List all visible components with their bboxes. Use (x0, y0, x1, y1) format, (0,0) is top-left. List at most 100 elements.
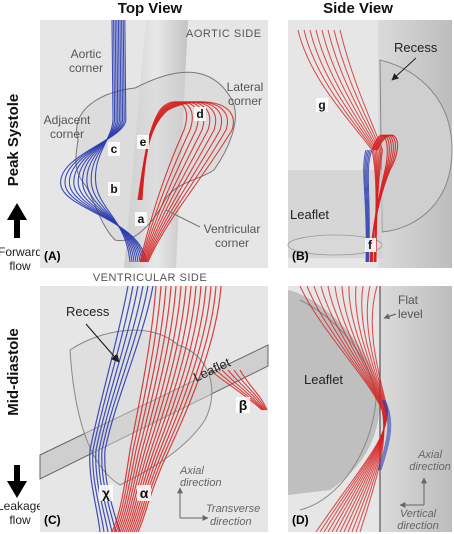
streamline (86, 19, 135, 263)
svg-text:α: α (140, 485, 149, 501)
panel-d-flat-level-arrow (383, 313, 397, 320)
streamline (123, 285, 187, 533)
streamline (125, 285, 192, 533)
panel-c: Recess Leaflet β χ α Axial direction Tra… (39, 285, 269, 533)
svg-text:β: β (239, 397, 248, 413)
panel-a-lateral-corner-line2: corner (228, 94, 262, 108)
svg-text:b: b (110, 182, 117, 196)
forward-flow-arrow (7, 203, 27, 238)
column-header-side-view: Side View (323, 0, 393, 17)
panel-b-point-f: f (365, 238, 376, 252)
streamline (239, 369, 268, 411)
streamline (121, 285, 182, 533)
streamline (378, 399, 390, 471)
panel-a-point-e: e (137, 135, 149, 149)
forward-flow-label-line1: Forward (0, 245, 42, 259)
panel-c-recess-arrow (85, 323, 120, 363)
panel-c-axis-indicator (177, 487, 209, 521)
svg-text:c: c (111, 142, 118, 156)
streamline (339, 29, 384, 263)
streamline (371, 134, 399, 263)
panel-c-axial-direction-line1: Axial (179, 465, 204, 477)
panel-a-ventricular-side: VENTRICULAR SIDE (93, 272, 207, 284)
panel-a-point-d: d (194, 107, 206, 121)
panel-a-aortic-corner-line2: corner (69, 61, 103, 75)
streamline (221, 369, 265, 411)
streamline (141, 101, 234, 263)
streamline (115, 285, 167, 533)
streamline (89, 285, 129, 533)
panel-b-recess-arrow (391, 57, 417, 81)
panel-a: AORTIC SIDE VENTRICULAR SIDE Aortic corn… (40, 19, 268, 284)
panel-d-axis-indicator (399, 477, 427, 508)
panel-a-lateral-corner-line1: Lateral (227, 80, 264, 94)
panel-d-axial-direction-line2: direction (409, 461, 451, 473)
panel-a-point-a: a (135, 212, 147, 226)
panel-a-ventricular-corner-line1: Ventricular (204, 222, 261, 236)
streamline (135, 285, 217, 533)
panel-d: Flat level Leaflet Axial direction Verti… (288, 285, 452, 533)
streamline (60, 19, 147, 263)
streamline (90, 19, 133, 263)
streamline (131, 285, 207, 533)
streamline (101, 285, 149, 533)
svg-text:e: e (140, 135, 147, 149)
svg-text:d: d (196, 107, 203, 121)
panel-c-greek-alpha: α (137, 485, 151, 501)
streamline (227, 369, 266, 411)
streamline (215, 369, 264, 411)
panel-c-transverse-direction-line2: direction (210, 516, 252, 528)
streamline (137, 285, 222, 533)
panel-c-recess-label: Recess (66, 304, 110, 319)
svg-text:a: a (138, 212, 145, 226)
panel-d-letter: (D) (292, 513, 309, 527)
leakage-flow-label-line1: Leakage (0, 499, 43, 513)
streamline (119, 285, 177, 533)
streamline (92, 285, 134, 533)
streamline (127, 285, 197, 533)
panel-a-adjacent-corner-line1: Adjacent (44, 113, 91, 127)
leakage-flow-arrow (7, 465, 27, 498)
panel-c-greek-chi: χ (99, 485, 113, 501)
streamline (209, 369, 263, 411)
panel-c-letter: (C) (44, 513, 61, 527)
streamline (233, 369, 267, 411)
panel-d-axial-direction-line1: Axial (417, 449, 442, 461)
panel-a-ventricular-corner-leader (165, 209, 201, 228)
column-header-top-view: Top View (118, 0, 183, 17)
streamline (104, 285, 154, 533)
panel-a-adjacent-corner-line2: corner (50, 127, 84, 141)
panel-b-point-g: g (316, 98, 328, 112)
panel-d-flat-level-line1: Flat (398, 293, 419, 307)
panel-c-transverse-direction-line1: Transverse (206, 503, 260, 515)
panel-a-aortic-corner-line1: Aortic (71, 47, 102, 61)
panel-c-greek-beta: β (236, 397, 250, 413)
panel-c-streamlines (89, 285, 268, 533)
leakage-flow-label-line2: flow (9, 513, 31, 527)
panel-c-axial-direction-line2: direction (180, 477, 222, 489)
svg-text:f: f (368, 238, 373, 252)
panel-b-recess-label: Recess (394, 40, 438, 55)
panel-b: Recess Leaflet g f (B) (287, 20, 453, 268)
streamline (113, 285, 162, 533)
svg-text:g: g (318, 98, 325, 112)
streamline (82, 19, 137, 263)
panel-a-ventricular-corner-line2: corner (215, 236, 249, 250)
streamline (379, 399, 391, 471)
svg-text:χ: χ (102, 485, 110, 501)
panel-d-streamlines (299, 285, 392, 533)
panel-d-leaflet-label: Leaflet (304, 372, 343, 387)
panel-d-flat-level-line2: level (398, 307, 423, 321)
streamline (377, 399, 389, 471)
streamline (129, 285, 202, 533)
streamline (380, 399, 392, 471)
panel-a-point-c: c (108, 142, 120, 156)
panel-d-vertical-direction-line1: Vertical (400, 508, 437, 520)
streamline (98, 285, 144, 533)
streamline (111, 285, 157, 533)
panel-a-letter: (A) (44, 249, 61, 263)
streamline (117, 285, 172, 533)
panel-d-vertical-direction-line2: direction (397, 520, 439, 532)
panel-b-leaflet-label: Leaflet (290, 207, 329, 222)
